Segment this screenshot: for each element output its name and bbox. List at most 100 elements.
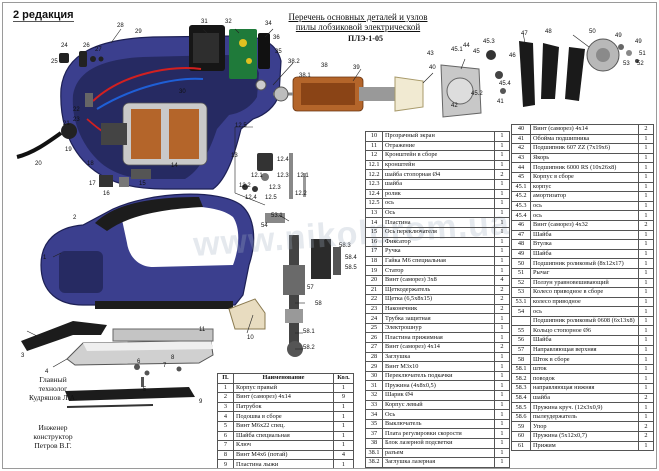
quantity-cell: 1 — [494, 370, 510, 382]
quantity-cell: 1 — [638, 143, 654, 154]
part-name-cell: Ручка — [382, 246, 495, 257]
part-name-cell: Винт М6х22 спец. — [233, 420, 334, 432]
callout-46: 45.1 — [451, 47, 463, 53]
part-name-cell: разъем — [382, 447, 495, 459]
part-number-cell: 61 — [511, 440, 531, 452]
quantity-cell: 1 — [638, 287, 654, 298]
part-name-cell: ось — [530, 210, 639, 221]
part-name-cell: Винт (саморез) 4х14 — [233, 392, 334, 403]
callout-45-1: 42 — [451, 103, 458, 109]
callout-14: 12.2 — [295, 191, 307, 197]
part-name-cell: Рычаг — [530, 267, 639, 279]
part-name-cell: Статор — [382, 265, 495, 276]
callout-53-1: 50 — [589, 29, 596, 35]
part-number-cell: 54 — [511, 306, 531, 317]
part-number-cell: 24 — [365, 313, 383, 324]
part-number-cell: 2 — [217, 392, 234, 403]
part-number-cell: 40 — [511, 124, 531, 135]
part-number-cell: 1 — [217, 382, 234, 394]
callout-18: 13 — [231, 153, 238, 159]
quantity-cell: 1 — [638, 277, 654, 289]
quantity-cell: 1 — [494, 457, 510, 468]
quantity-cell: 1 — [494, 255, 510, 267]
quantity-cell: 1 — [494, 159, 510, 171]
callout-1: 1 — [43, 255, 47, 261]
quantity-cell: 1 — [638, 411, 654, 423]
part-number-cell: 37 — [365, 428, 383, 439]
part-name-cell: Электрошнур — [382, 322, 495, 334]
quantity-cell: 2 — [638, 124, 654, 135]
callout-58-3: 57 — [307, 285, 314, 291]
part-number-cell: 35 — [365, 418, 383, 430]
part-number-cell: 9 — [217, 459, 234, 468]
quantity-cell: 1 — [638, 440, 654, 452]
quantity-cell: 1 — [638, 229, 654, 241]
armature-assembly — [255, 76, 424, 112]
part-name-cell: Ось — [382, 409, 495, 420]
table-row: 39Винт (саморез) 3х81 — [365, 466, 510, 468]
quantity-cell: 4 — [333, 449, 354, 461]
part-number-cell: 14 — [365, 217, 383, 228]
quantity-cell: 1 — [638, 296, 654, 308]
callout-10: 10 — [247, 335, 254, 341]
quantity-cell: 1 — [494, 428, 510, 439]
part-name-cell: Отражение — [382, 140, 495, 152]
part-name-cell: Шайба — [530, 229, 639, 241]
callout-56: 53 — [623, 61, 630, 67]
callout-38-2: 35 — [275, 49, 282, 55]
part-number-cell: 30 — [365, 370, 383, 382]
callout-39: 36 — [273, 35, 280, 41]
quantity-cell: 1 — [333, 459, 354, 468]
part-number-cell: 58.1 — [511, 363, 531, 375]
quantity-cell: 1 — [494, 313, 510, 324]
edition-label: 2 редакция — [13, 9, 74, 22]
quantity-cell: 1 — [638, 200, 654, 212]
part-name-cell: Шайба — [530, 248, 639, 260]
table-row: Подшипник роликовый 0608 (6х13х8)1 — [511, 315, 654, 327]
transparent-screen — [228, 298, 266, 330]
part-number-cell: 58 — [511, 354, 531, 365]
header-cell: Кол. — [333, 373, 354, 384]
callout-12-5: 12.5 — [265, 195, 277, 201]
quantity-cell: 1 — [494, 207, 510, 219]
part-number-cell: 17 — [365, 246, 383, 257]
part-name-cell: шайба — [530, 392, 639, 404]
engineer-role: Инженер конструктор — [33, 423, 73, 441]
callout-6: 6 — [137, 359, 141, 365]
callout-50: 46 — [509, 53, 516, 59]
engineer-signature: Инженер конструктор Петров В.Г. — [23, 423, 83, 450]
part-number-cell: 50 — [511, 258, 531, 269]
part-number-cell: 22 — [365, 294, 383, 305]
callout-16: 12.4 — [277, 157, 289, 163]
part-name-cell: Блок лазерной подсветки — [382, 438, 495, 449]
part-number-cell: 45.1 — [511, 181, 531, 193]
quantity-cell: 1 — [333, 401, 354, 413]
part-name-cell: Шайба специальная — [233, 430, 334, 442]
quantity-cell: 1 — [638, 335, 654, 346]
quantity-cell: 1 — [494, 178, 510, 190]
plunger-assembly — [265, 213, 341, 357]
part-name-cell: Винт (саморез) 3х8 — [382, 274, 495, 286]
callout-30: 25 — [51, 59, 58, 65]
callout-12-4: 12.4 — [245, 195, 257, 201]
